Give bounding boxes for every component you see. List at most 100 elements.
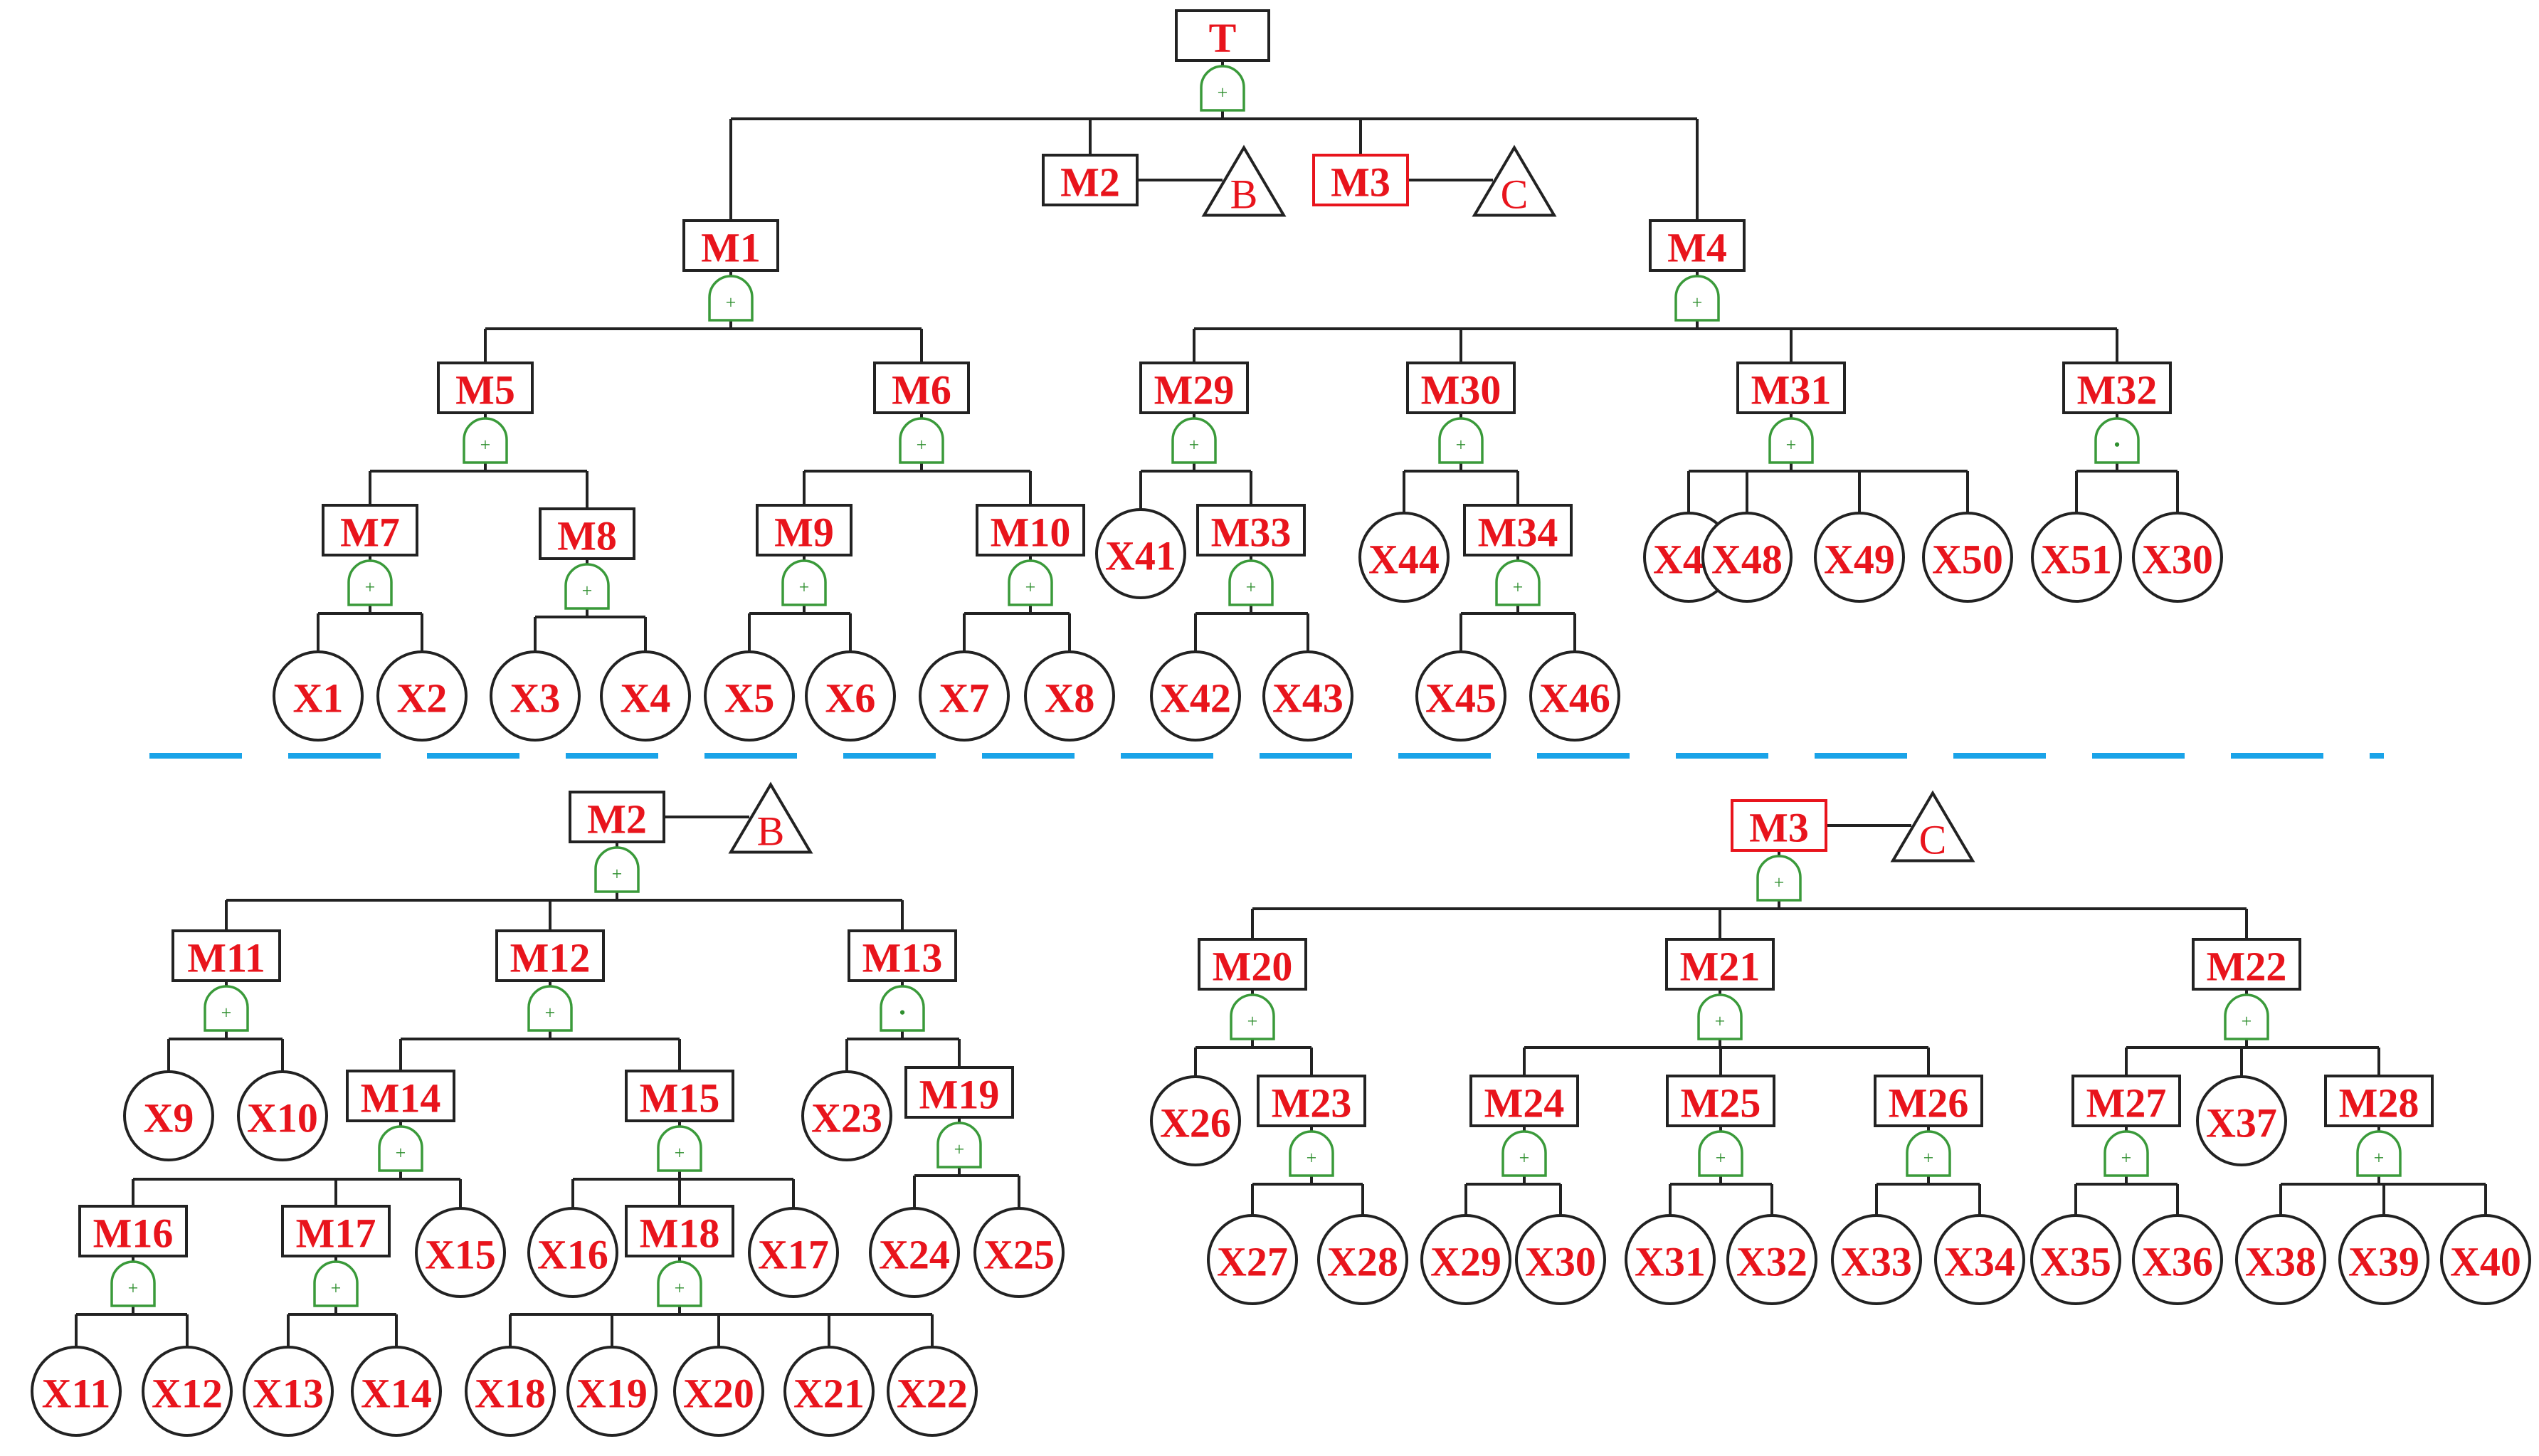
event-box-m9-top [756, 504, 853, 556]
event-box-m3-top [1312, 154, 1409, 206]
event-box-m20-c [1198, 938, 1307, 991]
gate-symbol-m15-b: + [675, 1143, 685, 1164]
and-gate-m32-top [2094, 417, 2140, 464]
gate-symbol-m7-top: + [365, 577, 376, 598]
or-gate-m15-b [657, 1125, 702, 1172]
event-label-m18-b: M18 [640, 1210, 720, 1257]
basic-event-label-x18-b: X18 [475, 1371, 546, 1417]
event-box-m22-c [2192, 938, 2301, 991]
gate-symbol-m34-top: + [1513, 577, 1524, 598]
basic-event-x35-c [2030, 1214, 2121, 1305]
or-gate-m4-top [1674, 275, 1720, 322]
basic-event-x26-c [1150, 1075, 1241, 1166]
basic-event-x4-top [600, 650, 691, 742]
event-label-m2-top: M2 [1060, 159, 1120, 206]
basic-event-label-x34-c: X34 [1944, 1239, 2015, 1285]
event-box-m29-top [1139, 362, 1249, 414]
or-gate-m3-c [1756, 855, 1802, 902]
event-box-m23-c [1257, 1075, 1366, 1127]
event-box-m26-c [1874, 1075, 1983, 1127]
basic-event-x21-b [783, 1346, 875, 1437]
or-gate-m18-b [657, 1260, 702, 1307]
basic-event-x16-b [527, 1207, 618, 1298]
event-label-m2-b: M2 [587, 796, 647, 843]
basic-event-label-x19-b: X19 [576, 1371, 648, 1417]
transfer-triangle-c-top [1472, 144, 1557, 217]
transfer-label-b-top: B [1230, 172, 1258, 218]
and-gate-m13-b [880, 985, 925, 1032]
basic-event-x2-top [376, 650, 468, 742]
basic-event-label-x2-top: X2 [397, 675, 448, 722]
event-label-m32-top: M32 [2077, 367, 2158, 413]
basic-event-x1-top [273, 650, 364, 742]
basic-event-label-x30-c: X30 [1525, 1239, 1596, 1285]
gate-symbol-m12-b: + [545, 1003, 556, 1023]
basic-event-label-x44-top: X44 [1368, 537, 1440, 583]
basic-event-x29-c [1420, 1214, 1511, 1305]
basic-event-x14-b [351, 1346, 442, 1437]
event-label-m11-b: M11 [187, 935, 265, 981]
gate-symbol-m28-c: + [2374, 1148, 2385, 1169]
basic-event-x17-b [748, 1207, 839, 1298]
event-label-m6-top: M6 [892, 367, 951, 413]
gate-symbol-m27-c: + [2121, 1148, 2132, 1169]
basic-event-x24-b [869, 1207, 960, 1298]
basic-event-x22-b [887, 1346, 978, 1437]
basic-event-x12-b [142, 1346, 233, 1437]
event-box-m30-top [1406, 362, 1516, 414]
event-label-m9-top: M9 [774, 510, 834, 556]
basic-event-label-x25-b: X25 [983, 1232, 1055, 1278]
basic-event-label-x48-top: X48 [1711, 537, 1783, 583]
basic-event-x19-b [566, 1346, 658, 1437]
event-box-t-top [1175, 9, 1270, 62]
gate-symbol-m32-top: • [2113, 435, 2120, 455]
basic-event-label-x38-c: X38 [2245, 1239, 2316, 1285]
basic-event-x6-top [805, 650, 896, 742]
transfer-triangle-b-b [728, 781, 813, 854]
event-label-m27-c: M27 [2086, 1080, 2167, 1127]
event-label-m24-c: M24 [1484, 1080, 1565, 1127]
or-gate-m23-c [1289, 1130, 1334, 1177]
event-box-m34-top [1463, 504, 1573, 556]
event-label-m3-c: M3 [1749, 805, 1809, 851]
gate-symbol-m1-top: + [726, 292, 737, 313]
or-gate-t-top [1200, 65, 1245, 112]
gate-symbol-m14-b: + [396, 1143, 406, 1164]
event-label-m25-c: M25 [1681, 1080, 1761, 1127]
event-box-m8-top [539, 507, 635, 560]
basic-event-label-x3-top: X3 [510, 675, 561, 722]
basic-event-label-x24-b: X24 [879, 1232, 950, 1278]
basic-event-x3-top [490, 650, 581, 742]
event-box-m31-top [1736, 362, 1846, 414]
or-gate-m33-top [1228, 559, 1274, 606]
basic-event-label-x32-c: X32 [1736, 1239, 1807, 1285]
gate-symbol-m17-b: + [331, 1278, 342, 1299]
basic-event-x37-c [2196, 1075, 2287, 1166]
basic-event-label-x17-b: X17 [758, 1232, 829, 1278]
basic-event-label-x9-b: X9 [144, 1095, 194, 1141]
transfer-triangle-b-top [1201, 144, 1287, 217]
event-box-m24-c [1469, 1075, 1579, 1127]
basic-event-label-x4-top: X4 [621, 675, 671, 722]
basic-event-label-x43-top: X43 [1272, 675, 1344, 722]
event-label-m29-top: M29 [1154, 367, 1235, 413]
event-box-m17-b [281, 1205, 391, 1257]
basic-event-x27-c [1207, 1214, 1298, 1305]
basic-event-x5-top [704, 650, 795, 742]
or-gate-m7-top [347, 559, 393, 606]
connector-lines [75, 60, 2487, 1347]
or-gate-m17-b [313, 1260, 359, 1307]
gate-symbol-m4-top: + [1692, 292, 1703, 313]
or-gate-m14-b [378, 1125, 423, 1172]
event-box-m18-b [625, 1205, 734, 1257]
gate-symbol-m31-top: + [1786, 435, 1797, 455]
or-gate-m12-b [527, 985, 573, 1032]
event-label-m15-b: M15 [640, 1075, 720, 1122]
basic-event-x39-c [2338, 1214, 2429, 1305]
basic-event-label-x37-c: X37 [2206, 1100, 2277, 1146]
basic-event-label-x42-top: X42 [1160, 675, 1231, 722]
basic-event-label-x15-b: X15 [425, 1232, 496, 1278]
event-box-m3-c [1731, 799, 1827, 852]
